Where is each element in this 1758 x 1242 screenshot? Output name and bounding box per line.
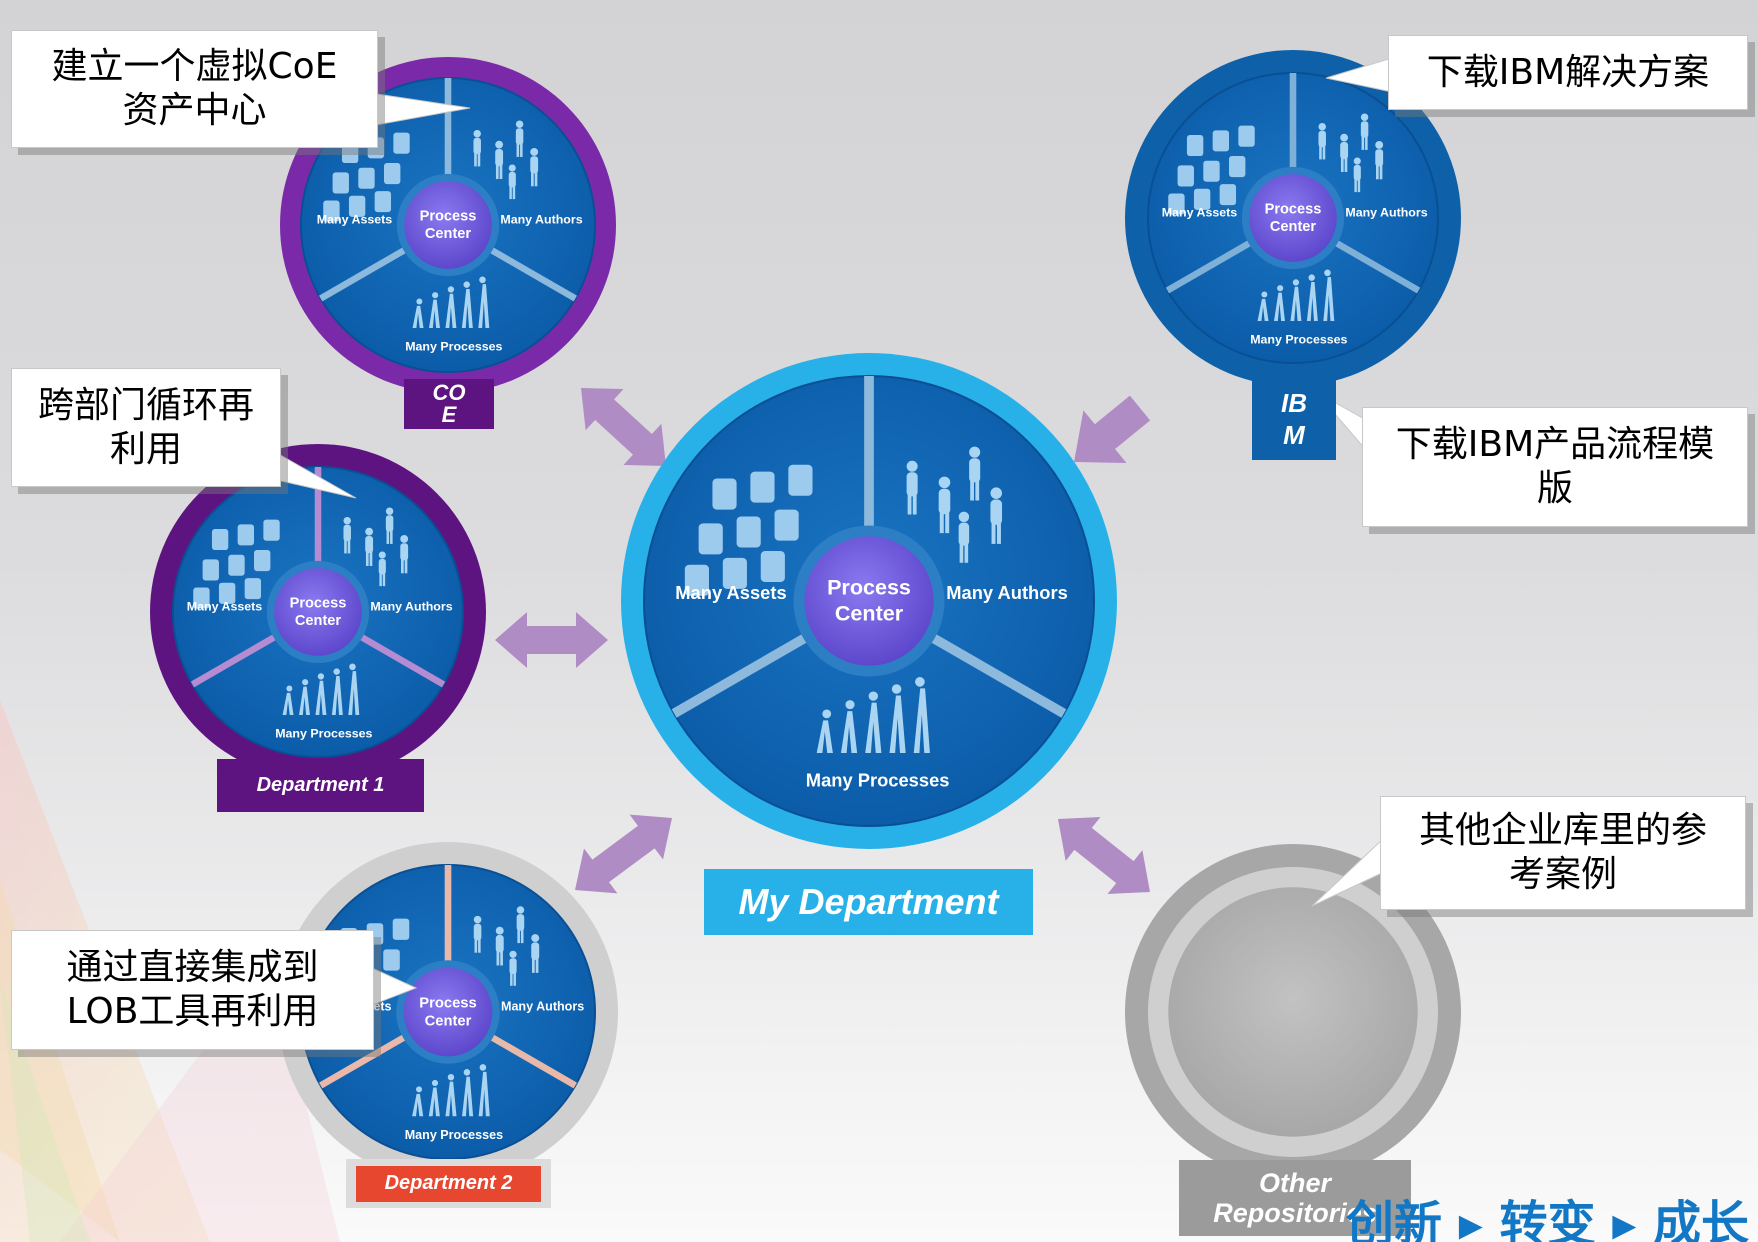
wheel-ibm-hub-label-line2: Center — [1270, 219, 1317, 235]
arrow-department2-my-department — [575, 814, 672, 894]
department2-tag: Department 2 — [346, 1159, 551, 1208]
callout-lob-line1: 通过直接集成到 — [66, 947, 319, 988]
department2-label-box: Department 2 — [356, 1165, 541, 1202]
arrow-department1-my-department — [495, 612, 608, 668]
coe-tag: CO E — [404, 379, 494, 429]
callout-ibm-template-line2: 版 — [1536, 468, 1573, 509]
my-department-tag: My Department — [704, 869, 1033, 935]
callout-coe: 建立一个虚拟CoE 资产中心 — [11, 30, 378, 148]
slogan: 创新 ▸ 转变 ▸ 成长 — [1346, 1184, 1758, 1242]
wheel-department1-processes-label: Many Processes — [275, 727, 372, 741]
wheel-department2-processes-label: Many Processes — [405, 1128, 503, 1142]
department2-label: Department 2 — [384, 1172, 513, 1194]
arrow-my-department-other — [1058, 816, 1150, 895]
wheel-department1-hub-label-line1: Process — [290, 596, 347, 612]
callout-other: 其他企业库里的参 考案例 — [1380, 796, 1746, 910]
wheel-department1-evolution-icon — [282, 663, 360, 715]
wheel-coe-authors-label: Many Authors — [500, 213, 582, 227]
callout-ibm-solution-line1: 下载IBM解决方案 — [1426, 51, 1710, 93]
wheel-department1-assets-label: Many Assets — [187, 600, 262, 614]
wheel-department2-hub-label-line2: Center — [425, 1013, 472, 1029]
wheel-department1-hub — [274, 568, 362, 656]
wheel-department1-people-icon — [343, 507, 409, 587]
wheel-coe-hub-label-line1: Process — [420, 209, 477, 225]
callout-reuse-line1: 跨部门循环再 — [37, 384, 254, 426]
wheel-ibm-processes-label: Many Processes — [1250, 333, 1347, 347]
wheel-ibm-assets-icon — [1168, 125, 1255, 215]
callout-ibm-solution: 下载IBM解决方案 — [1388, 35, 1748, 110]
wheel-other-repositories-center-disc — [1168, 887, 1418, 1137]
callout-lob-line2: LOB工具再利用 — [66, 991, 319, 1032]
wheel-coe-hub — [404, 181, 492, 269]
connection-arrows — [495, 388, 1151, 895]
wheel-department2-hub — [403, 967, 493, 1057]
wheel-my-department-hub — [804, 536, 934, 666]
callout-coe-line1: 建立一个虚拟CoE — [51, 46, 338, 87]
my-department-label: My Department — [738, 881, 999, 922]
wheel-my-department-assets-icon — [684, 464, 813, 596]
wheel-department2-evolution-icon — [412, 1064, 490, 1117]
wheel-department2-hub-label-line1: Process — [419, 996, 476, 1012]
wheel-my-department-authors-label: Many Authors — [946, 582, 1068, 603]
wheel-my-department-people-icon — [906, 446, 1003, 563]
callout-lob: 通过直接集成到 LOB工具再利用 — [11, 930, 374, 1050]
wheel-my-department-assets-label: Many Assets — [675, 582, 786, 603]
other-label-line1: Other — [1258, 1168, 1331, 1198]
wheel-department1-hub-label-line2: Center — [295, 613, 342, 629]
callout-reuse-line2: 利用 — [109, 428, 182, 470]
callout-reuse: 跨部门循环再 利用 — [11, 368, 281, 487]
wheel-coe-processes-label: Many Processes — [405, 340, 502, 354]
wheel-other-repositories — [1125, 844, 1461, 1180]
wheel-ibm-evolution-icon — [1257, 269, 1335, 321]
ibm-label-line1: IB — [1281, 388, 1307, 418]
other-repositories-tag: Other Repositories — [1179, 1160, 1411, 1236]
wheel-coe-hub-label-line2: Center — [425, 226, 472, 242]
wheel-my-department-hub-label-line2: Center — [835, 600, 904, 625]
callout-ibm-template-line1: 下载IBM产品流程模 — [1395, 424, 1715, 465]
wheel-coe-people-icon — [473, 120, 539, 200]
callout-ibm-template: 下载IBM产品流程模 版 — [1362, 407, 1748, 527]
wheel-my-department-evolution-icon — [816, 677, 930, 754]
coe-label-line1: CO — [432, 380, 466, 405]
coe-label-line2: E — [441, 402, 457, 427]
wheel-ibm-hub-label-line1: Process — [1265, 202, 1322, 218]
wheel-department1-assets-icon — [193, 519, 280, 609]
slogan-text: 创新 ▸ 转变 ▸ 成长 — [1346, 1196, 1750, 1242]
wheel-ibm-hub — [1249, 174, 1337, 262]
arrow-coe-my-department — [581, 388, 666, 466]
arrow-ibm-to-my-department — [1074, 395, 1151, 463]
wheel-coe-evolution-icon — [412, 276, 490, 328]
ibm-label-line2: M — [1283, 420, 1305, 450]
ibm-tag: IB M — [1252, 378, 1336, 460]
wheel-department1-authors-label: Many Authors — [370, 600, 452, 614]
department1-tag: Department 1 — [217, 759, 424, 812]
department1-label: Department 1 — [256, 774, 385, 796]
callout-coe-line2: 资产中心 — [122, 90, 267, 131]
wheel-coe-assets-label: Many Assets — [317, 213, 392, 227]
wheel-my-department-processes-label: Many Processes — [806, 769, 950, 790]
callout-other-line1: 其他企业库里的参 — [1418, 810, 1707, 851]
wheel-department2-people-icon — [473, 906, 540, 986]
wheel-ibm-authors-label: Many Authors — [1345, 206, 1427, 220]
wheel-ibm-assets-label: Many Assets — [1162, 206, 1237, 220]
wheel-coe-assets-icon — [323, 132, 410, 222]
callout-other-line2: 考案例 — [1508, 854, 1617, 895]
wheel-ibm-people-icon — [1318, 113, 1384, 193]
other-label-line2: Repositories — [1213, 1198, 1377, 1228]
wheel-my-department-hub-label-line1: Process — [827, 575, 911, 600]
wheel-department2-authors-label: Many Authors — [501, 1000, 584, 1014]
